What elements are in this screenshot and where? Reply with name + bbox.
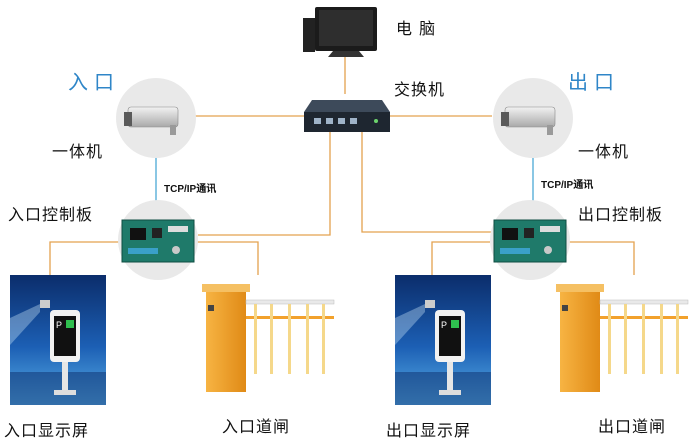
barrier-gate-icon [556,284,689,392]
display-right-label: 出口显示屏 [386,421,472,440]
camera-icon [116,78,196,158]
camera-icon [493,78,573,158]
entrance-heading: 入口 [68,70,120,94]
barrier-gate-icon [202,284,335,392]
computer-label: 电 脑 [396,19,437,38]
ctrl-right-label: 出口控制板 [578,205,664,224]
gate-right-label: 出口道闸 [598,417,667,436]
computer-icon [303,7,377,57]
svg-text:P: P [56,320,62,330]
svg-text:P: P [441,320,447,330]
switch-label: 交换机 [394,80,446,99]
wire-switch-ctrl-right [361,132,492,233]
display-left-label: 入口显示屏 [4,421,90,440]
led-display-icon: P [395,275,491,405]
tcp-left-label: TCP/IP通讯 [164,184,217,195]
wire-ctrl-gate-right [568,241,635,275]
ctrl-left-label: 入口控制板 [8,205,94,224]
gate-left-label: 入口道闸 [222,417,291,436]
led-display-icon: P [10,275,106,405]
camera-left-label: 一体机 [52,142,104,161]
wire-ctrl-display-left [49,241,120,275]
wire-ctrl-display-right [431,241,490,275]
network-switch-icon [304,100,390,132]
control-board-icon [118,200,198,280]
exit-heading: 出口 [568,70,620,94]
control-board-icon [490,200,570,280]
wire-switch-ctrl-left [198,132,331,236]
camera-right-label: 一体机 [578,142,630,161]
wire-ctrl-gate-left [196,241,259,275]
tcp-right-label: TCP/IP通讯 [541,180,594,191]
